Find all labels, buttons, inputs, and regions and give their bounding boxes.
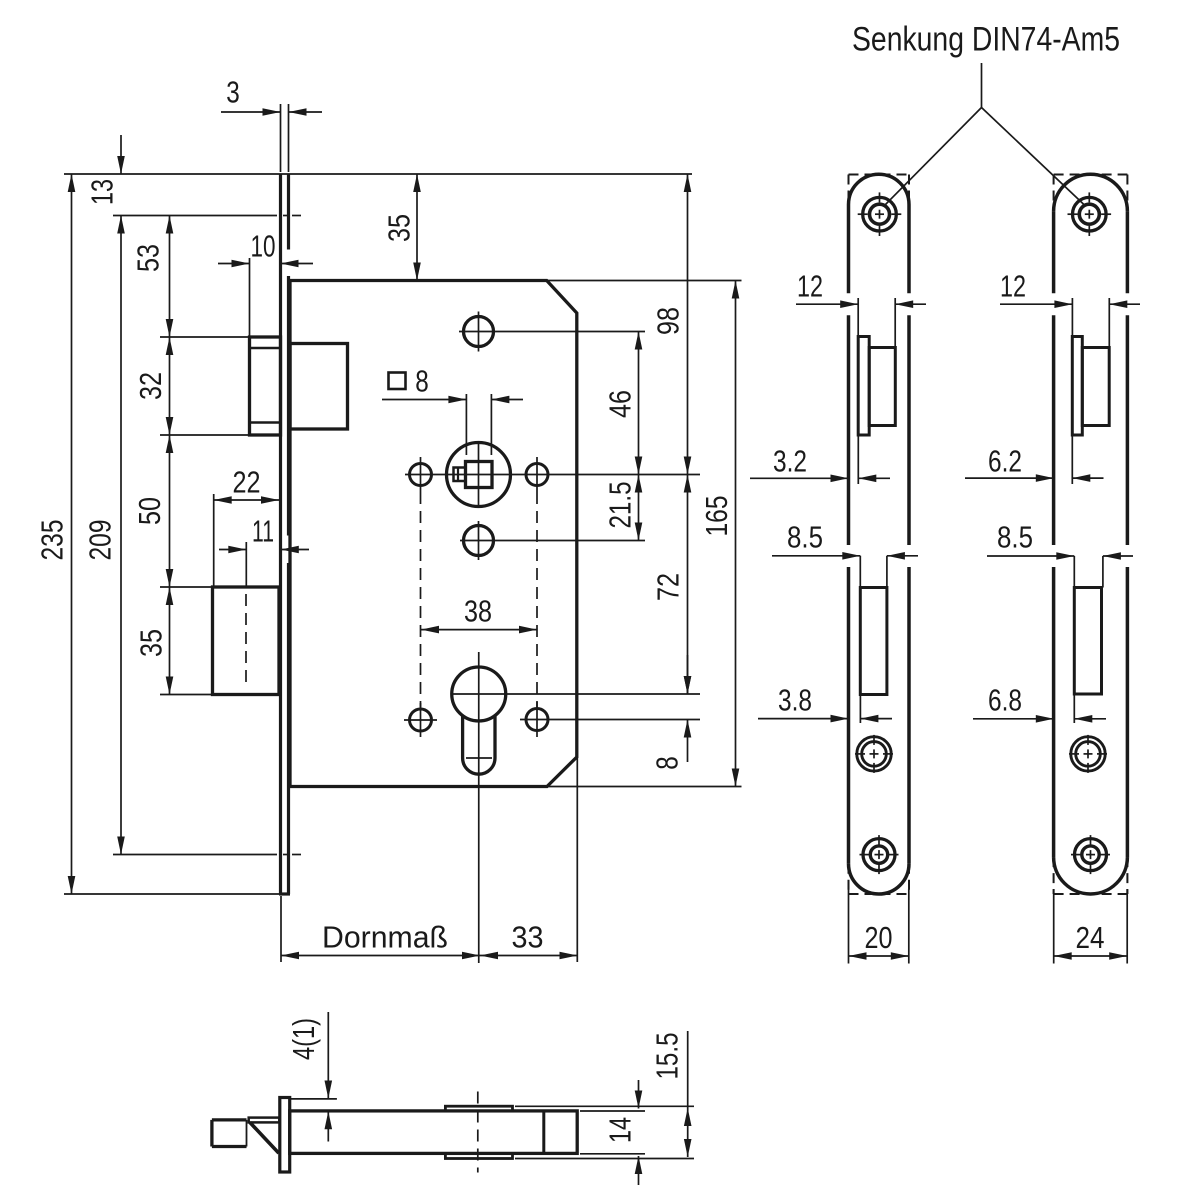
svg-text:98: 98 [651, 307, 686, 335]
svg-text:38: 38 [464, 594, 492, 629]
svg-text:3.2: 3.2 [773, 444, 807, 479]
svg-text:72: 72 [651, 573, 686, 601]
svg-text:21.5: 21.5 [603, 482, 638, 529]
svg-text:50: 50 [132, 497, 167, 525]
svg-text:10: 10 [251, 229, 276, 264]
svg-text:3.8: 3.8 [778, 683, 812, 718]
svg-text:165: 165 [699, 496, 734, 537]
svg-text:209: 209 [83, 520, 118, 561]
svg-text:8.5: 8.5 [997, 520, 1033, 555]
svg-text:13: 13 [85, 179, 120, 205]
svg-text:15.5: 15.5 [650, 1033, 685, 1080]
svg-text:8: 8 [650, 756, 685, 770]
svg-text:33: 33 [512, 920, 544, 955]
svg-text:Senkung DIN74-Am5: Senkung DIN74-Am5 [852, 21, 1120, 59]
svg-text:24: 24 [1076, 920, 1105, 955]
svg-text:6.2: 6.2 [988, 444, 1022, 479]
svg-text:35: 35 [382, 214, 417, 242]
svg-text:235: 235 [35, 520, 70, 561]
svg-text:53: 53 [131, 244, 166, 272]
svg-text:14: 14 [603, 1117, 638, 1143]
svg-text:8: 8 [415, 364, 429, 399]
svg-text:22: 22 [233, 465, 261, 500]
svg-text:46: 46 [603, 390, 638, 418]
svg-text:35: 35 [134, 629, 169, 657]
svg-text:8.5: 8.5 [787, 520, 823, 555]
svg-text:3: 3 [226, 75, 240, 110]
svg-text:32: 32 [133, 372, 168, 400]
svg-text:12: 12 [1000, 269, 1026, 304]
svg-text:Dornmaß: Dornmaß [322, 920, 448, 955]
svg-text:11: 11 [252, 514, 274, 549]
svg-text:4(1): 4(1) [286, 1018, 321, 1060]
svg-text:12: 12 [797, 269, 823, 304]
svg-text:6.8: 6.8 [988, 683, 1022, 718]
svg-text:20: 20 [865, 920, 893, 955]
